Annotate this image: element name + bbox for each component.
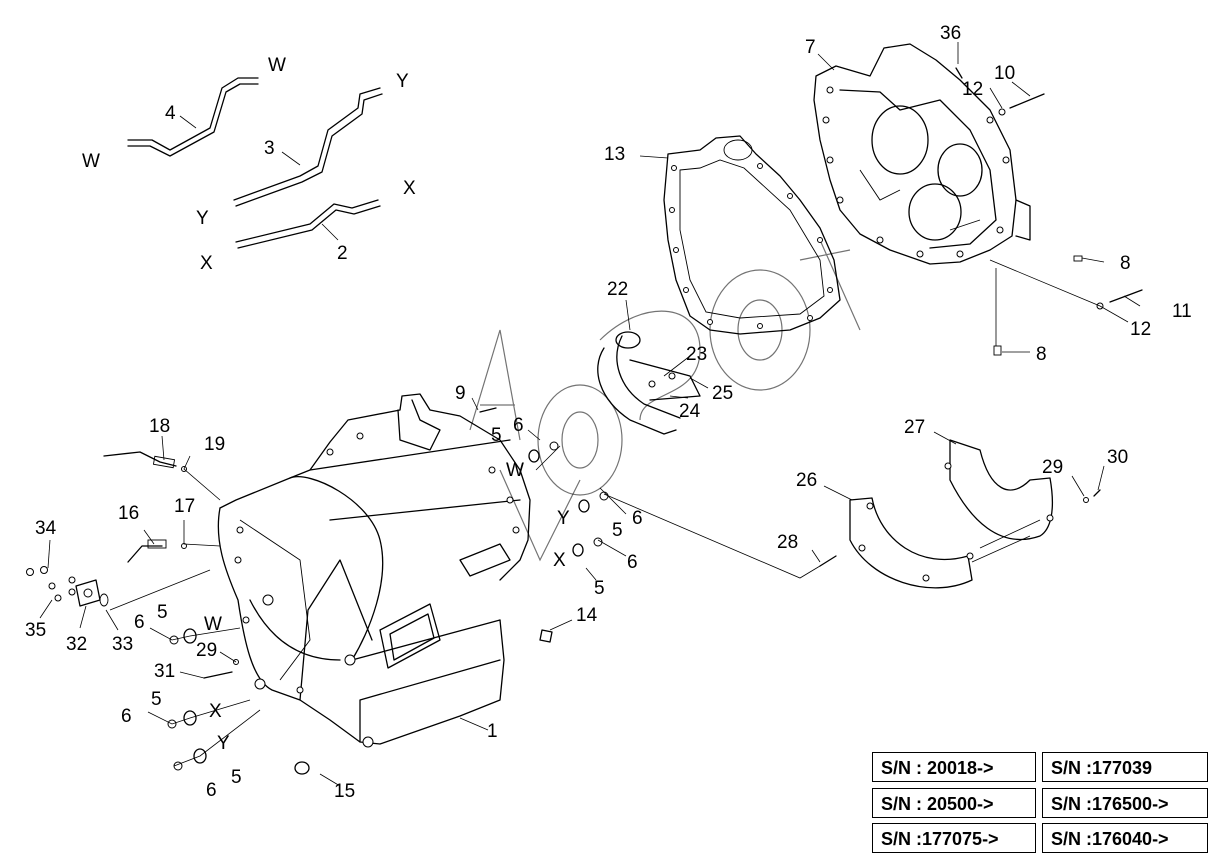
connection-x: X bbox=[553, 550, 566, 571]
serial-number-box: S/N :177039 bbox=[1042, 752, 1208, 782]
label-part-13: 13 bbox=[604, 144, 625, 165]
label-part-5: 5 bbox=[491, 425, 502, 446]
gasket bbox=[663, 135, 841, 335]
label-part-35: 35 bbox=[25, 620, 46, 641]
leader-lines bbox=[39, 42, 1141, 787]
label-part-3: 3 bbox=[264, 138, 275, 159]
label-part-4: 4 bbox=[165, 103, 176, 124]
part-number-labels: 1 2 3 4 5 5 5 5 5 5 6 6 6 6 6 6 7 8 8 9 … bbox=[25, 23, 1192, 802]
label-part-12: 12 bbox=[1130, 319, 1151, 340]
serial-number-box: S/N :177075-> bbox=[872, 823, 1036, 853]
label-part-10: 10 bbox=[994, 63, 1015, 84]
serial-number-box: S/N : 20500-> bbox=[872, 788, 1036, 818]
connection-x: X bbox=[403, 178, 416, 199]
label-part-2: 2 bbox=[337, 243, 348, 264]
label-part-23: 23 bbox=[686, 344, 707, 365]
label-part-12: 12 bbox=[962, 79, 983, 100]
label-part-36: 36 bbox=[940, 23, 961, 44]
connection-w: W bbox=[268, 55, 286, 76]
inspection-cover bbox=[379, 603, 441, 669]
watermark-letter-t bbox=[799, 239, 861, 331]
lower-cover-26 bbox=[849, 497, 974, 589]
serial-number-box: S/N :176040-> bbox=[1042, 823, 1208, 853]
tube-4 bbox=[127, 77, 259, 157]
label-part-6: 6 bbox=[627, 552, 638, 573]
label-part-6: 6 bbox=[134, 612, 145, 633]
label-part-5: 5 bbox=[612, 520, 623, 541]
connection-y: Y bbox=[196, 208, 209, 229]
label-part-16: 16 bbox=[118, 503, 139, 524]
connection-y: Y bbox=[217, 733, 230, 754]
label-part-32: 32 bbox=[66, 634, 87, 655]
cover-bore-lower bbox=[908, 183, 962, 241]
connection-x: X bbox=[200, 253, 213, 274]
connection-y: Y bbox=[557, 508, 570, 529]
label-part-7: 7 bbox=[805, 37, 816, 58]
connection-w: W bbox=[204, 614, 222, 635]
suction-pipe bbox=[597, 331, 701, 435]
label-part-6: 6 bbox=[206, 780, 217, 801]
label-part-26: 26 bbox=[796, 470, 817, 491]
serial-number-box: S/N : 20018-> bbox=[872, 752, 1036, 782]
label-part-24: 24 bbox=[679, 401, 701, 422]
upper-cover-27 bbox=[944, 439, 1054, 541]
watermark-letter-a bbox=[469, 329, 521, 441]
connection-y: Y bbox=[396, 71, 409, 92]
connection-w: W bbox=[82, 151, 100, 172]
connection-w: W bbox=[506, 460, 524, 481]
label-part-27: 27 bbox=[904, 417, 925, 438]
label-part-22: 22 bbox=[607, 279, 628, 300]
label-part-6: 6 bbox=[513, 415, 524, 436]
serial-number-box: S/N :176500-> bbox=[1042, 788, 1208, 818]
label-part-18: 18 bbox=[149, 416, 170, 437]
label-part-30: 30 bbox=[1107, 447, 1128, 468]
label-part-29: 29 bbox=[1042, 457, 1063, 478]
label-part-29: 29 bbox=[196, 640, 217, 661]
connection-x: X bbox=[209, 701, 222, 722]
label-part-33: 33 bbox=[112, 634, 133, 655]
label-part-5: 5 bbox=[151, 689, 162, 710]
watermark bbox=[469, 239, 861, 562]
label-part-8: 8 bbox=[1036, 344, 1047, 365]
label-part-31: 31 bbox=[154, 661, 175, 682]
label-part-15: 15 bbox=[334, 781, 355, 802]
connection-letters: W W W W Y Y Y Y X X X X bbox=[82, 55, 570, 754]
label-part-5: 5 bbox=[231, 767, 242, 788]
label-part-6: 6 bbox=[632, 508, 643, 529]
label-part-5: 5 bbox=[594, 578, 605, 599]
rear-cover bbox=[813, 43, 1031, 265]
watermark-letter-s bbox=[709, 269, 811, 391]
cover-bore-upper bbox=[871, 105, 929, 175]
tube-3 bbox=[233, 87, 383, 207]
label-part-5: 5 bbox=[157, 602, 168, 623]
transmission-housing bbox=[217, 393, 531, 748]
label-part-1: 1 bbox=[487, 721, 498, 742]
label-part-17: 17 bbox=[174, 496, 195, 517]
label-part-28: 28 bbox=[777, 532, 798, 553]
label-part-9: 9 bbox=[455, 383, 466, 404]
label-part-14: 14 bbox=[576, 605, 598, 626]
label-part-6: 6 bbox=[121, 706, 132, 727]
label-part-11: 11 bbox=[1172, 301, 1192, 322]
label-part-8: 8 bbox=[1120, 253, 1131, 274]
small-parts bbox=[26, 67, 1143, 775]
label-part-19: 19 bbox=[204, 434, 225, 455]
watermark-letter-o bbox=[537, 384, 623, 496]
tube-2 bbox=[235, 199, 381, 249]
label-part-34: 34 bbox=[35, 518, 57, 539]
label-part-25: 25 bbox=[712, 383, 733, 404]
